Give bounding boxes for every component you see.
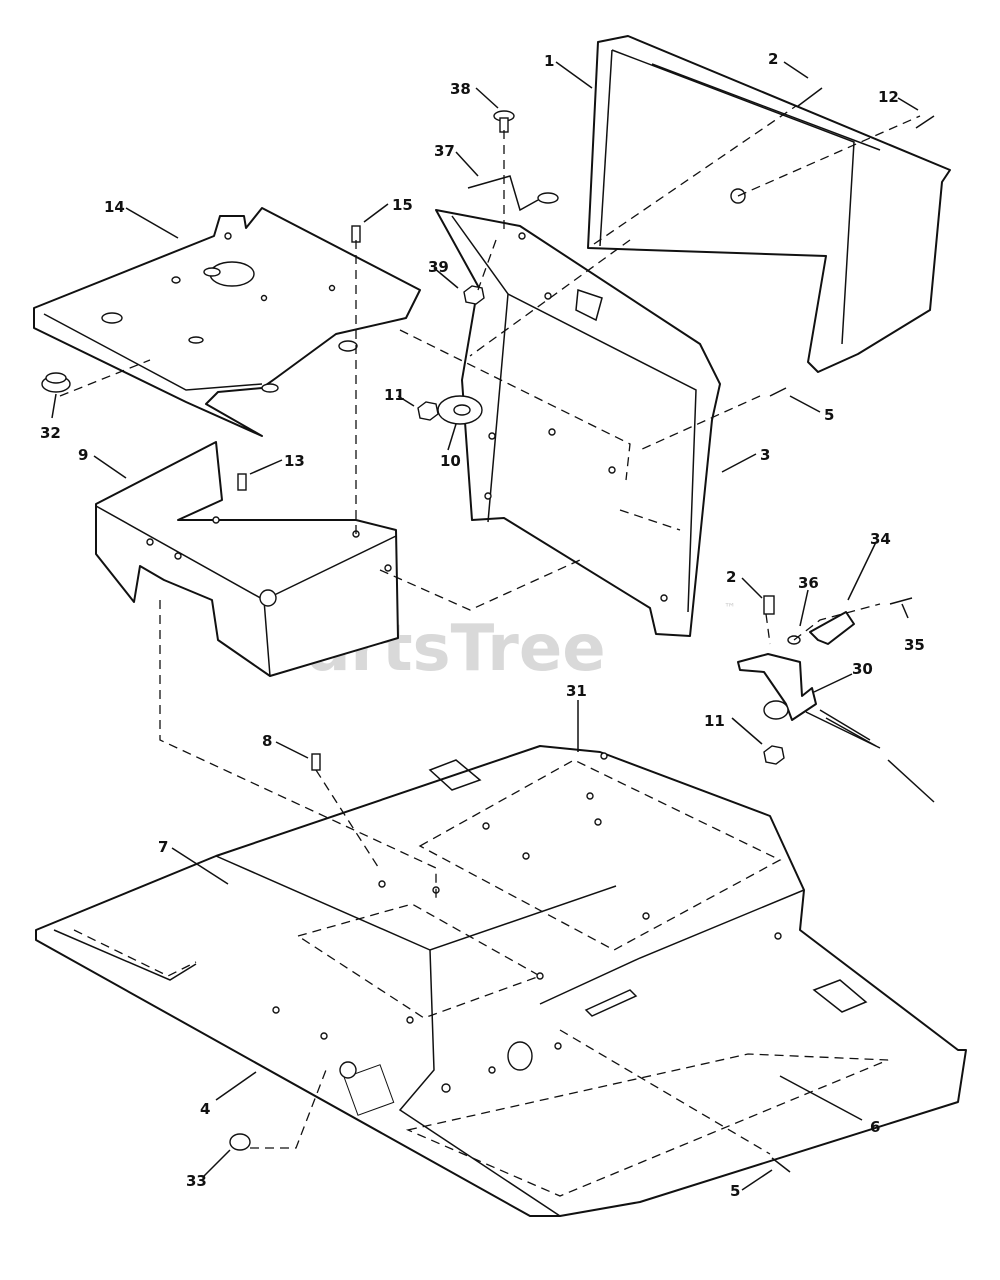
leader-lines <box>51 61 919 1191</box>
part-10-bushing[interactable] <box>437 395 483 425</box>
part-5-bolts[interactable] <box>769 387 791 1173</box>
part-8-screw[interactable] <box>311 753 321 771</box>
callout-12[interactable]: 12 <box>878 88 899 106</box>
callout-32[interactable]: 32 <box>40 424 61 442</box>
part-12-bolt[interactable] <box>915 115 935 129</box>
part-11-nut-upper[interactable] <box>417 401 439 421</box>
callout-34[interactable]: 34 <box>870 530 891 548</box>
callout-39[interactable]: 39 <box>428 258 449 276</box>
watermark-trademark: ™ <box>724 601 736 615</box>
part-33-plug[interactable] <box>229 1133 251 1151</box>
assembly-lines <box>59 105 921 1155</box>
callout-33[interactable]: 33 <box>186 1172 207 1190</box>
part-39-nut[interactable] <box>463 285 485 305</box>
callout-37[interactable]: 37 <box>434 142 455 160</box>
callout-1[interactable]: 1 <box>544 52 554 70</box>
part-11-nut-lower[interactable] <box>763 745 785 765</box>
callout-11b[interactable]: 11 <box>704 712 725 730</box>
part-1-seat-pan[interactable] <box>587 35 951 373</box>
callout-8[interactable]: 8 <box>262 732 272 750</box>
callout-38[interactable]: 38 <box>450 80 471 98</box>
callout-13[interactable]: 13 <box>284 452 305 470</box>
callout-14[interactable]: 14 <box>104 198 125 216</box>
callout-6[interactable]: 6 <box>870 1118 880 1136</box>
callout-9[interactable]: 9 <box>78 446 88 464</box>
part-3-support-panel[interactable] <box>435 209 721 637</box>
callout-15[interactable]: 15 <box>392 196 413 214</box>
callout-11[interactable]: 11 <box>384 386 405 404</box>
callout-4[interactable]: 4 <box>200 1100 210 1118</box>
part-15-screw[interactable] <box>351 225 361 243</box>
part-9-bracket[interactable] <box>95 441 399 677</box>
part-13-screw[interactable] <box>237 473 247 491</box>
part-35-bolt[interactable] <box>889 597 913 605</box>
callout-30[interactable]: 30 <box>852 660 873 678</box>
callout-labels: 1 2 12 38 37 14 15 39 32 11 10 5 3 9 13 … <box>40 50 925 1200</box>
callout-10[interactable]: 10 <box>440 452 461 470</box>
callout-35[interactable]: 35 <box>904 636 925 654</box>
callout-36[interactable]: 36 <box>798 574 819 592</box>
callout-5b[interactable]: 5 <box>730 1182 740 1200</box>
callout-2[interactable]: 2 <box>768 50 778 68</box>
part-32-grommet[interactable] <box>41 372 71 393</box>
callout-31[interactable]: 31 <box>566 682 587 700</box>
callout-7[interactable]: 7 <box>158 838 168 856</box>
part-37-clip[interactable] <box>467 175 559 212</box>
part-2-bolts[interactable] <box>763 87 823 615</box>
callout-2b[interactable]: 2 <box>726 568 736 586</box>
part-38-screw[interactable] <box>493 110 515 133</box>
callout-3[interactable]: 3 <box>760 446 770 464</box>
part-14-mounting-plate[interactable] <box>33 207 421 437</box>
part-30-throttle-control[interactable] <box>737 611 935 803</box>
callout-5[interactable]: 5 <box>824 406 834 424</box>
part-4-footrest-deck[interactable] <box>35 745 967 1217</box>
